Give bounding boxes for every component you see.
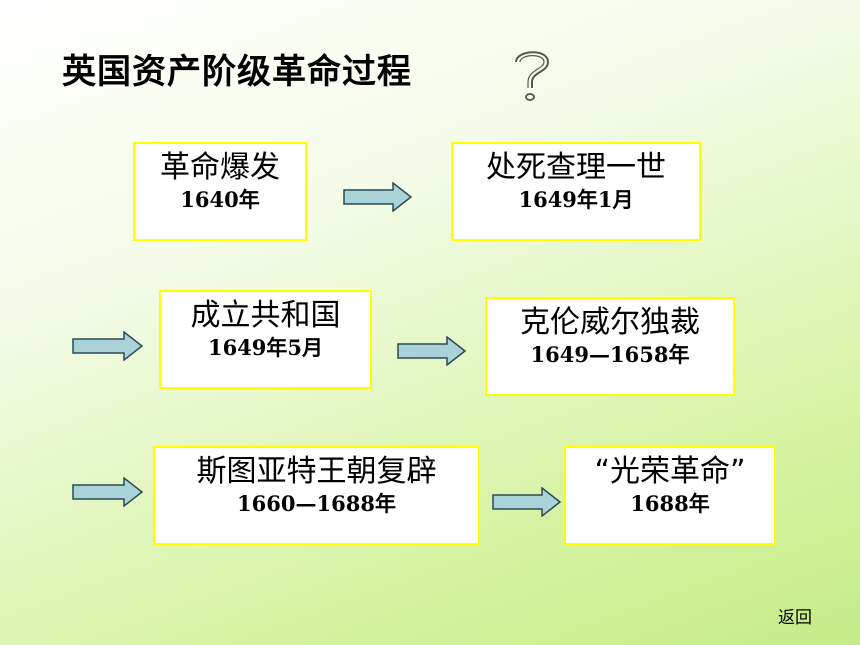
arrow-right-icon <box>343 182 413 212</box>
event-title: 成立共和国 <box>190 298 341 333</box>
event-title: 克伦威尔独裁 <box>520 305 700 340</box>
event-box-republic-established: 成立共和国 1649年5月 <box>159 290 372 389</box>
event-box-stuart-restoration: 斯图亚特王朝复辟 1660—1688年 <box>153 446 480 545</box>
arrow-right-icon <box>72 477 144 507</box>
event-title: 革命爆发 <box>160 150 280 185</box>
event-box-cromwell-dictatorship: 克伦威尔独裁 1649—1658年 <box>485 297 735 396</box>
event-title: 处死查理一世 <box>486 150 666 185</box>
question-mark-icon <box>515 51 550 101</box>
event-box-execution-charles-i: 处死查理一世 1649年1月 <box>451 142 701 241</box>
event-title: “光荣革命” <box>594 454 746 489</box>
event-date: 1649年1月 <box>518 187 634 212</box>
event-date: 1649—1658年 <box>530 342 690 367</box>
arrow-right-icon <box>397 336 467 366</box>
event-box-revolution-outbreak: 革命爆发 1640年 <box>133 142 307 241</box>
event-date: 1640年 <box>180 187 260 212</box>
event-title: 斯图亚特王朝复辟 <box>196 454 437 489</box>
slide-title: 英国资产阶级革命过程 <box>62 52 412 92</box>
event-box-glorious-revolution: “光荣革命” 1688年 <box>564 446 776 545</box>
back-link[interactable]: 返回 <box>778 608 812 628</box>
event-date: 1688年 <box>630 491 710 516</box>
arrow-right-icon <box>72 331 144 361</box>
arrow-right-icon <box>492 487 562 517</box>
event-date: 1649年5月 <box>207 335 324 360</box>
event-date: 1660—1688年 <box>237 491 396 516</box>
